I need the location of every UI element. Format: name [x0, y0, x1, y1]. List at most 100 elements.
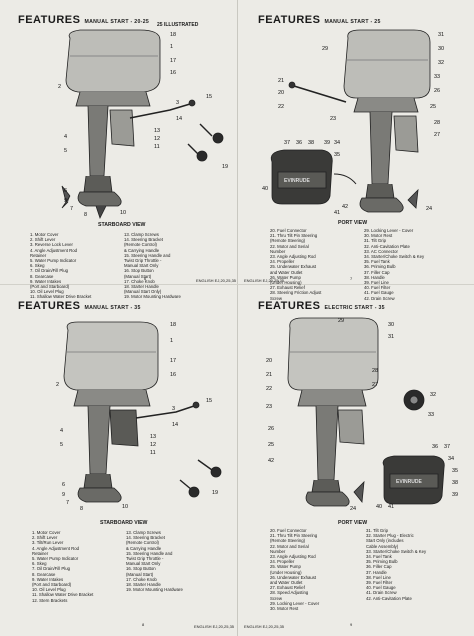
callout-12: 12: [150, 442, 156, 448]
legend-item: 20. Fuel Connector: [270, 528, 307, 533]
legend-item: 30. Motor Rest: [364, 233, 393, 239]
legend-item: 4. Angle Adjustment Rod: [32, 545, 80, 551]
callout-5: 5: [60, 442, 63, 448]
callout-6: 6: [64, 188, 67, 194]
callout-7: 7: [66, 500, 69, 506]
legend-item: 9. Water Intakes: [32, 576, 64, 582]
callout-25: 25: [268, 442, 274, 448]
legend-item: 35. Fuel Tank: [364, 259, 390, 265]
legend-item: Screw: [270, 595, 282, 601]
callout-42: 42: [268, 458, 274, 464]
callout-29: 29: [338, 318, 344, 324]
legend-item: & Carrying Handle: [124, 247, 160, 253]
legend-item: 25. Underwater Exhaust: [270, 264, 317, 270]
br-subtitle: ELECTRIC START - 35: [324, 305, 385, 311]
legend-item: 19. Motor Mounting Hardware: [126, 587, 183, 593]
center-gutter: [237, 0, 238, 636]
legend-item: (Manual Start): [124, 273, 152, 279]
legend-item: Manual Start Only: [126, 561, 161, 567]
callout-40: 40: [376, 504, 382, 510]
callout-2: 2: [58, 84, 61, 90]
tr-title: FEATURES: [258, 14, 321, 26]
callout-35: 35: [334, 152, 340, 158]
callout-31: 31: [438, 32, 444, 38]
legend-item: (Port and Starboard): [30, 284, 70, 290]
legend-item: 3. Tilt/Run Lever: [32, 540, 64, 546]
legend-item: 23. Angle Adjusting Rod: [270, 554, 316, 560]
legend-item: 28. Speed Adjusting: [270, 590, 309, 596]
legend-item: 17. Choke Knob: [124, 278, 155, 284]
callout-2: 2: [56, 382, 59, 388]
callout-32: 32: [430, 392, 436, 398]
legend-item: 32. Anti-Cavitation Plate: [364, 243, 410, 249]
callout-14: 14: [176, 116, 182, 122]
callout-34: 34: [334, 140, 340, 146]
callout-29: 29: [322, 46, 328, 52]
callout-35: 35: [452, 468, 458, 474]
callout-8: 8: [84, 212, 87, 218]
callout-41: 41: [334, 210, 340, 216]
legend-item: 17. Choke Knob: [126, 576, 157, 582]
legend-item: 26. Underwater Exhaust: [270, 574, 317, 580]
callout-15: 15: [206, 94, 212, 100]
page-separator: [0, 284, 474, 285]
legend-item: 31. Tilt Grip: [364, 238, 386, 244]
bl-subtitle: MANUAL START - 35: [84, 305, 141, 311]
tl-legend-right: 13. Clamp Screws 14. Steering Bracket (R…: [124, 232, 181, 300]
callout-27: 27: [434, 132, 440, 138]
legend-item: (Remote Control): [124, 242, 157, 248]
callout-11: 11: [154, 144, 160, 150]
legend-item: (Port and Starboard): [32, 582, 72, 588]
callout-30: 30: [438, 46, 444, 52]
callout-16: 16: [170, 372, 176, 378]
legend-item: 13. Clamp Screws: [124, 232, 159, 237]
legend-item: Twist Grip Throttle -: [124, 258, 162, 264]
tl-code: ENGLISH EJ,20,25,35: [196, 278, 237, 283]
legend-item: 18. Starter Handle: [126, 582, 161, 588]
legend-item: 33. Starter/Choke Switch & Key: [366, 548, 427, 554]
legend-item: 39. Fuel Line: [364, 280, 389, 286]
callout-13: 13: [150, 434, 156, 440]
legend-item: 11. Shallow Water Drive Bracket: [32, 592, 94, 598]
legend-item: 24. Propeller: [270, 559, 295, 565]
callout-39: 39: [452, 492, 458, 498]
callout-28: 28: [372, 368, 378, 374]
legend-item: 40. Fuel Filter: [364, 285, 391, 291]
callout-12: 12: [154, 136, 160, 142]
tr-subtitle: MANUAL START - 25: [324, 19, 381, 25]
legend-item: 34. Fuel Tank: [366, 554, 392, 560]
legend-item: 27. Exhaust Relief: [270, 585, 305, 591]
legend-item: (Under Housing): [270, 569, 302, 575]
legend-item: 34. Starter/Choke Switch & Key: [364, 254, 425, 260]
legend-item: 27. Exhaust Relief: [270, 285, 305, 291]
callout-42: 42: [342, 204, 348, 210]
tr-outboard-port-figure: EVINRUDE 31 29 30 32 33 26 25 21 20 22 2…: [262, 29, 444, 216]
legend-item: 41. Fuel Gauge: [364, 290, 394, 296]
callout-33: 33: [428, 412, 434, 418]
legend-item: 25. Water Pump: [270, 564, 301, 570]
legend-item: 15. Steering Handle and: [126, 550, 173, 556]
legend-item: 28. Steering Friction Adjust: [270, 290, 322, 296]
legend-item: 24. Propeller: [270, 259, 295, 265]
callout-18: 18: [170, 322, 176, 328]
callout-8: 8: [80, 506, 83, 512]
legend-item: and Water Outlet: [270, 269, 303, 275]
callout-23: 23: [266, 404, 272, 410]
callout-9: 9: [64, 198, 67, 204]
legend-item: Start Only (includes: [366, 538, 404, 544]
legend-item: 6. Skeg: [30, 263, 45, 269]
callout-28: 28: [434, 120, 440, 126]
legend-item: (Remote Control): [126, 540, 159, 546]
legend-item: (Remote Steering): [270, 538, 306, 544]
callout-37: 37: [284, 140, 290, 146]
legend-item: 7. Oil Drain/Fill Plug: [32, 566, 70, 572]
legend-item: Retainer: [30, 252, 47, 258]
callout-4: 4: [60, 428, 63, 434]
callout-5: 5: [64, 148, 67, 154]
callout-36: 36: [432, 444, 438, 450]
tl-title: FEATURES: [18, 14, 81, 26]
legend-item: 42. Anti-Cavitation Plate: [366, 595, 412, 601]
callout-22: 22: [278, 104, 284, 110]
legend-item: 4. Angle Adjustment Rod: [30, 247, 78, 253]
